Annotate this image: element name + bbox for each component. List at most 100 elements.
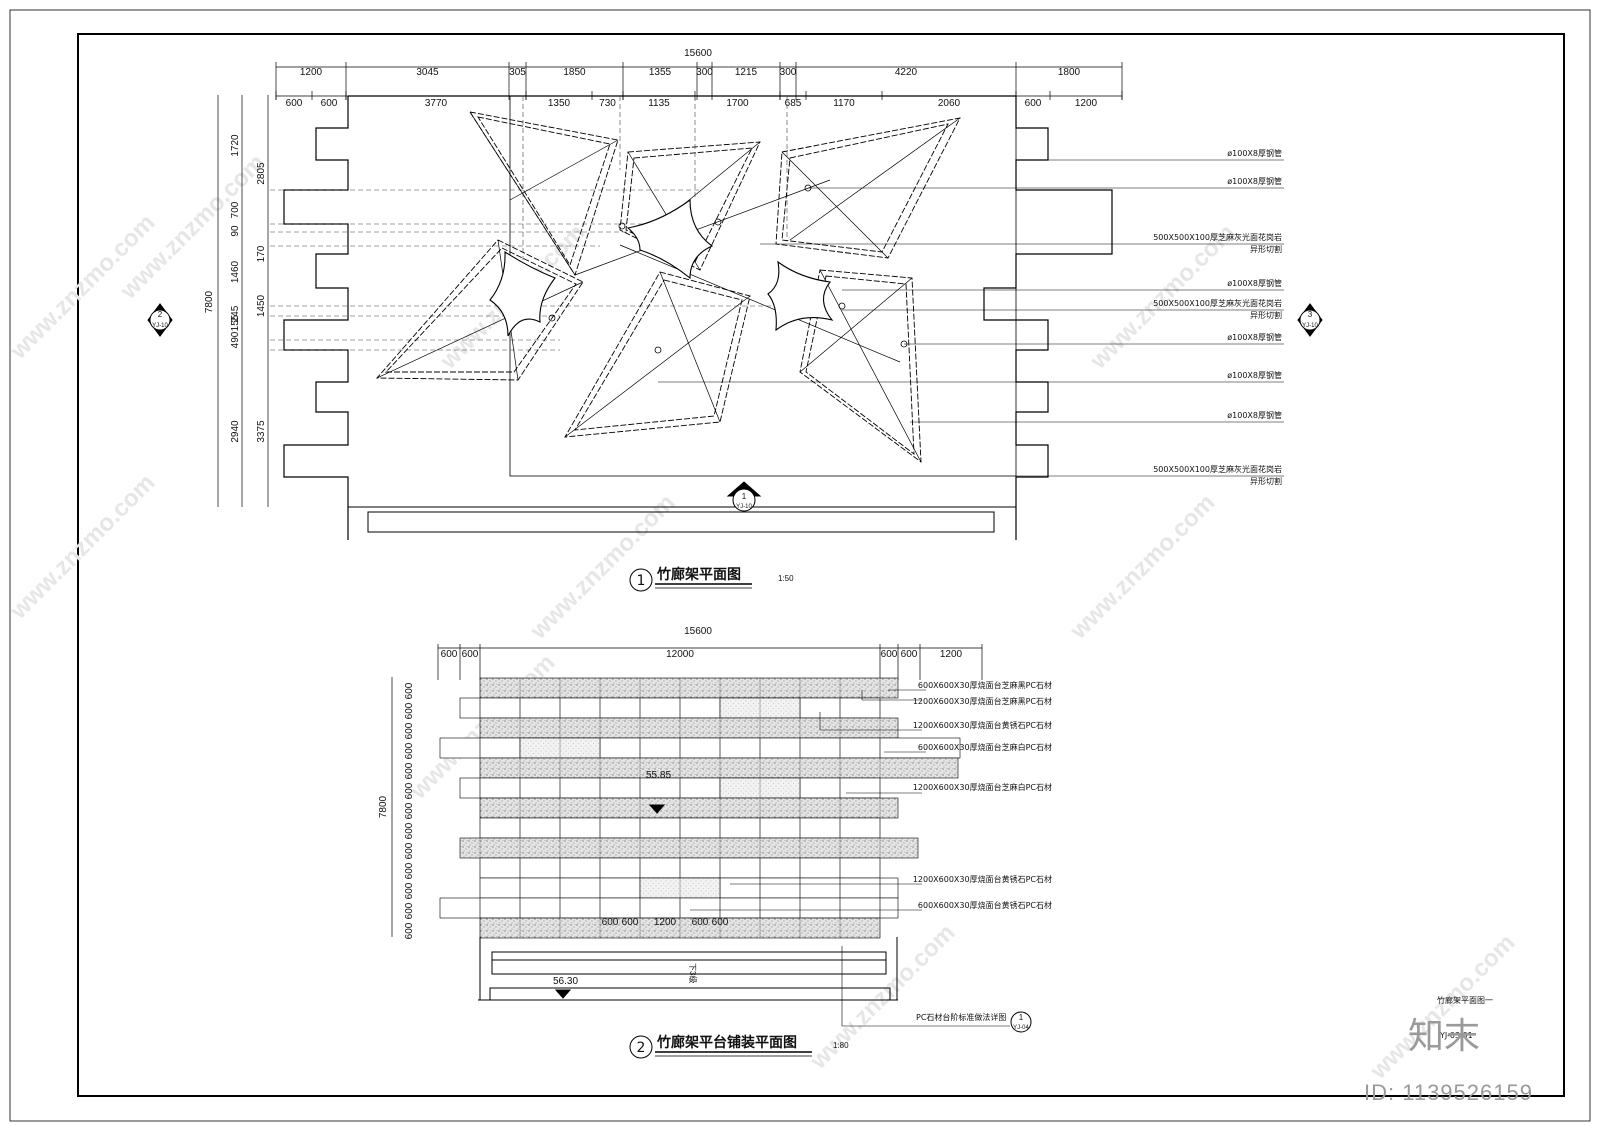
p2-left-total: 7800 <box>378 795 389 818</box>
watermark-url: www.znzmo.com <box>1064 489 1220 645</box>
p1-left-total: 7800 <box>204 290 215 313</box>
p1-left-dim-b: 1450 <box>256 294 267 317</box>
p1-callout: 500X500X100厚芝麻灰光面花岗岩 <box>1153 298 1282 308</box>
p1-second-dim: 1170 <box>833 98 855 109</box>
p1-second-dim: 600 <box>321 98 338 109</box>
p2-bottom-dim: 600 <box>712 917 729 928</box>
sheet-outer-frame <box>9 9 1591 1122</box>
p1-top-dim: 300 <box>696 67 713 78</box>
p1-top-dim: 300 <box>780 67 797 78</box>
plan-2-scale: 1:80 <box>833 1041 849 1050</box>
p1-second-dim: 685 <box>785 98 802 109</box>
p2-top-dim: 600 <box>901 649 918 660</box>
p1-total-width: 15600 <box>684 48 712 59</box>
p1-callout: 500X500X100厚芝麻灰光面花岗岩 <box>1153 464 1282 474</box>
p2-left-dim: 600 <box>404 742 415 759</box>
p2-left-dim: 600 <box>404 862 415 879</box>
p1-second-dim: 600 <box>1025 98 1042 109</box>
canopy-5 <box>564 271 751 438</box>
p1-left-dim-a: 1460 <box>230 260 241 283</box>
p1-top-dim: 1215 <box>735 67 758 78</box>
p2-left-dim: 600 <box>404 922 415 939</box>
detail-ref: YJ-04 <box>1013 1025 1029 1031</box>
p1-top-dim: 3045 <box>416 67 439 78</box>
p2-callout: 600X600X30厚烧面台芝麻白PC石材 <box>918 742 1052 752</box>
p1-callout-note: 异形切割 <box>1250 244 1282 254</box>
p1-second-dim: 1700 <box>726 98 749 109</box>
p1-callout-note: 异形切割 <box>1250 476 1282 486</box>
p1-callout: ø100X8厚钢管 <box>1227 278 1282 288</box>
elevation-platform: 55.85 <box>646 770 671 781</box>
p2-top-dim: 12000 <box>666 649 694 660</box>
p2-callout: 600X600X30厚烧面台黄锈石PC石材 <box>918 900 1052 910</box>
watermark-url: www.znzmo.com <box>1364 929 1520 1085</box>
plan-2-platform-paving <box>391 644 1032 1059</box>
section-right-ref: YJ-10 <box>1302 323 1318 329</box>
drawing-code: YJ-03.01 <box>1439 1031 1473 1040</box>
p1-left-dim-a: 490 <box>230 331 241 348</box>
plan-1-scale: 1:50 <box>778 574 794 583</box>
p1-left-dim-a: 2940 <box>230 420 241 443</box>
p1-second-dim: 1200 <box>1075 98 1098 109</box>
p2-left-dim: 600 <box>404 802 415 819</box>
p1-top-dim: 1200 <box>300 67 323 78</box>
p1-top-dim: 4220 <box>895 67 918 78</box>
p2-bottom-dim: 600 <box>622 917 639 928</box>
p1-second-dim: 1350 <box>548 98 571 109</box>
p1-callout: ø100X8厚钢管 <box>1227 148 1282 158</box>
p1-second-dim: 730 <box>599 98 616 109</box>
plan-1-title: 竹廊架平面图 <box>656 566 741 583</box>
p2-top-dim: 600 <box>462 649 479 660</box>
brand-logo: 知末 ID: 1139526159 <box>1364 1016 1532 1105</box>
p2-top-dim: 1200 <box>940 649 963 660</box>
sheet-inner-frame <box>77 33 1565 1097</box>
elevation-ground: 56.30 <box>553 976 578 987</box>
p1-left-dim-a: 90 <box>230 225 241 237</box>
p1-callout: ø100X8厚钢管 <box>1227 332 1282 342</box>
drawing-name: 竹廊架平面图一 <box>1437 995 1493 1005</box>
p2-bottom-dim: 600 <box>692 917 709 928</box>
p2-left-dim: 600 <box>404 822 415 839</box>
p2-bottom-dim: 600 <box>602 917 619 928</box>
p2-callout: 1200X600X30厚烧面台黄锈石PC石材 <box>913 874 1052 884</box>
watermark-url: www.znzmo.com <box>804 919 960 1075</box>
p2-top-dim: 600 <box>441 649 458 660</box>
plan-1-bamboo-corridor <box>147 62 1323 592</box>
p2-left-dim: 600 <box>404 902 415 919</box>
p1-left-dim-b: 170 <box>256 245 267 262</box>
p1-left-dim-a: 700 <box>230 201 241 218</box>
p2-left-dim: 600 <box>404 762 415 779</box>
p1-top-dim: 1355 <box>649 67 672 78</box>
plan-1-title-number: 1 <box>637 573 646 589</box>
section-bottom-num: 1 <box>742 492 747 501</box>
section-left-ref: YJ-10 <box>152 323 168 329</box>
p1-callout: ø100X8厚钢管 <box>1227 176 1282 186</box>
p2-left-dim: 600 <box>404 682 415 699</box>
p1-callout: ø100X8厚钢管 <box>1227 410 1282 420</box>
p2-left-dim: 600 <box>404 782 415 799</box>
steps-down-label: 下3级 <box>688 963 698 983</box>
p1-left-dim-b: 2805 <box>256 162 267 185</box>
p2-callout: 1200X600X30厚烧面台黄锈石PC石材 <box>913 720 1052 730</box>
p1-top-dim: 1800 <box>1058 67 1081 78</box>
p1-left-dim-a: 1720 <box>230 134 241 157</box>
p1-second-dim: 3770 <box>425 98 448 109</box>
section-left-num: 2 <box>158 310 163 319</box>
watermark-url: www.znzmo.com <box>1084 219 1240 375</box>
p2-top-dim: 600 <box>881 649 898 660</box>
title-block: 竹廊架平面图一 YJ-03.01 <box>1437 995 1493 1040</box>
p1-second-dim: 2060 <box>938 98 961 109</box>
p2-left-dim: 600 <box>404 702 415 719</box>
p1-top-dim: 305 <box>509 67 526 78</box>
p1-left-dim-a: 245 <box>230 305 241 322</box>
watermark-layer: www.znzmo.com www.znzmo.com www.znzmo.co… <box>4 149 1520 1085</box>
p2-callout: 1200X600X30厚烧面台芝麻白PC石材 <box>913 782 1052 792</box>
plan-2-title: 竹廊架平台铺装平面图 <box>656 1034 797 1051</box>
plan-2-title-number: 2 <box>637 1040 646 1056</box>
p1-left-dim-b: 3375 <box>256 420 267 443</box>
p1-callout: 500X500X100厚芝麻灰光面花岗岩 <box>1153 232 1282 242</box>
section-bottom-ref: YJ-10 <box>736 504 752 510</box>
